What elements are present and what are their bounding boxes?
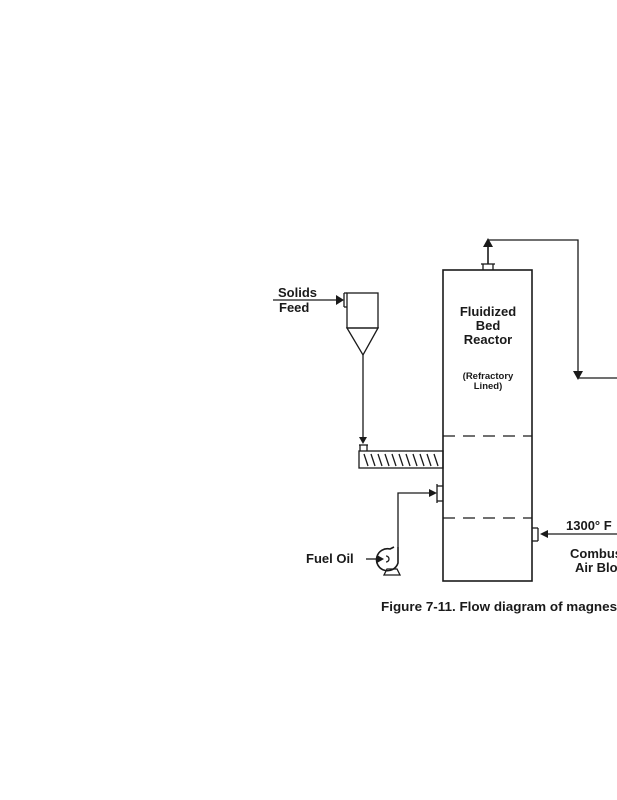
offgas-arrow-icon	[573, 371, 583, 380]
fluidized-bed-reactor: Fluidized Bed Reactor (Refractory Lined)	[442, 269, 533, 582]
hatch-mark	[391, 453, 397, 467]
fuel-oil-inlet: Fuel Oil	[306, 484, 443, 576]
hatch-mark	[363, 453, 369, 467]
air-blower-label-line2: Air Blower	[575, 560, 617, 575]
fuel-oil-label: Fuel Oil	[306, 551, 354, 566]
figure-caption: Figure 7-11. Flow diagram of magnesium	[381, 600, 617, 614]
reactor-label-line1: Fluidized	[460, 304, 516, 319]
reactor-note-line2: Lined)	[474, 381, 503, 392]
reactor-note-line1: (Refractory	[463, 371, 514, 382]
fuel-oil-pump-icon	[375, 546, 402, 576]
reactor-label-line3: Reactor	[464, 332, 512, 347]
solids-feed-inlet: Solids Feed	[273, 285, 347, 315]
reactor-label-line2: Bed	[476, 318, 501, 333]
offgas-line	[488, 239, 579, 372]
reactor-vessel	[442, 269, 533, 582]
air-temperature-label: 1300° F	[566, 518, 612, 533]
fuel-oil-burner-arrow-icon	[429, 489, 437, 497]
hopper-body	[346, 292, 379, 329]
screw-conveyor-hatch	[363, 453, 439, 467]
solids-feed-arrow-icon	[336, 295, 344, 305]
combustion-air-arrow-icon	[540, 530, 548, 538]
hopper-cone	[345, 327, 380, 357]
combustion-air-inlet: 1300° F Combustion Air Blower	[532, 518, 617, 575]
hatch-mark	[405, 453, 411, 467]
hatch-mark	[412, 453, 418, 467]
reactor-outlet	[481, 238, 617, 380]
solids-feed-label-line1: Solids	[278, 285, 317, 300]
fuel-oil-arrow-icon	[377, 555, 384, 563]
hatch-mark	[384, 453, 390, 467]
solids-feed-label-line2: Feed	[279, 300, 309, 315]
screw-conveyor	[358, 450, 444, 469]
air-blower-label-line1: Combustion	[570, 546, 617, 561]
fuel-oil-line	[397, 492, 430, 547]
feed-hopper	[345, 292, 380, 451]
hatch-mark	[433, 453, 439, 467]
hatch-mark	[419, 453, 425, 467]
hopper-discharge-arrow-icon	[359, 437, 367, 444]
hatch-mark	[377, 453, 383, 467]
hatch-mark	[370, 453, 376, 467]
hatch-mark	[398, 453, 404, 467]
hatch-mark	[426, 453, 432, 467]
outlet-arrow-icon	[483, 238, 493, 247]
